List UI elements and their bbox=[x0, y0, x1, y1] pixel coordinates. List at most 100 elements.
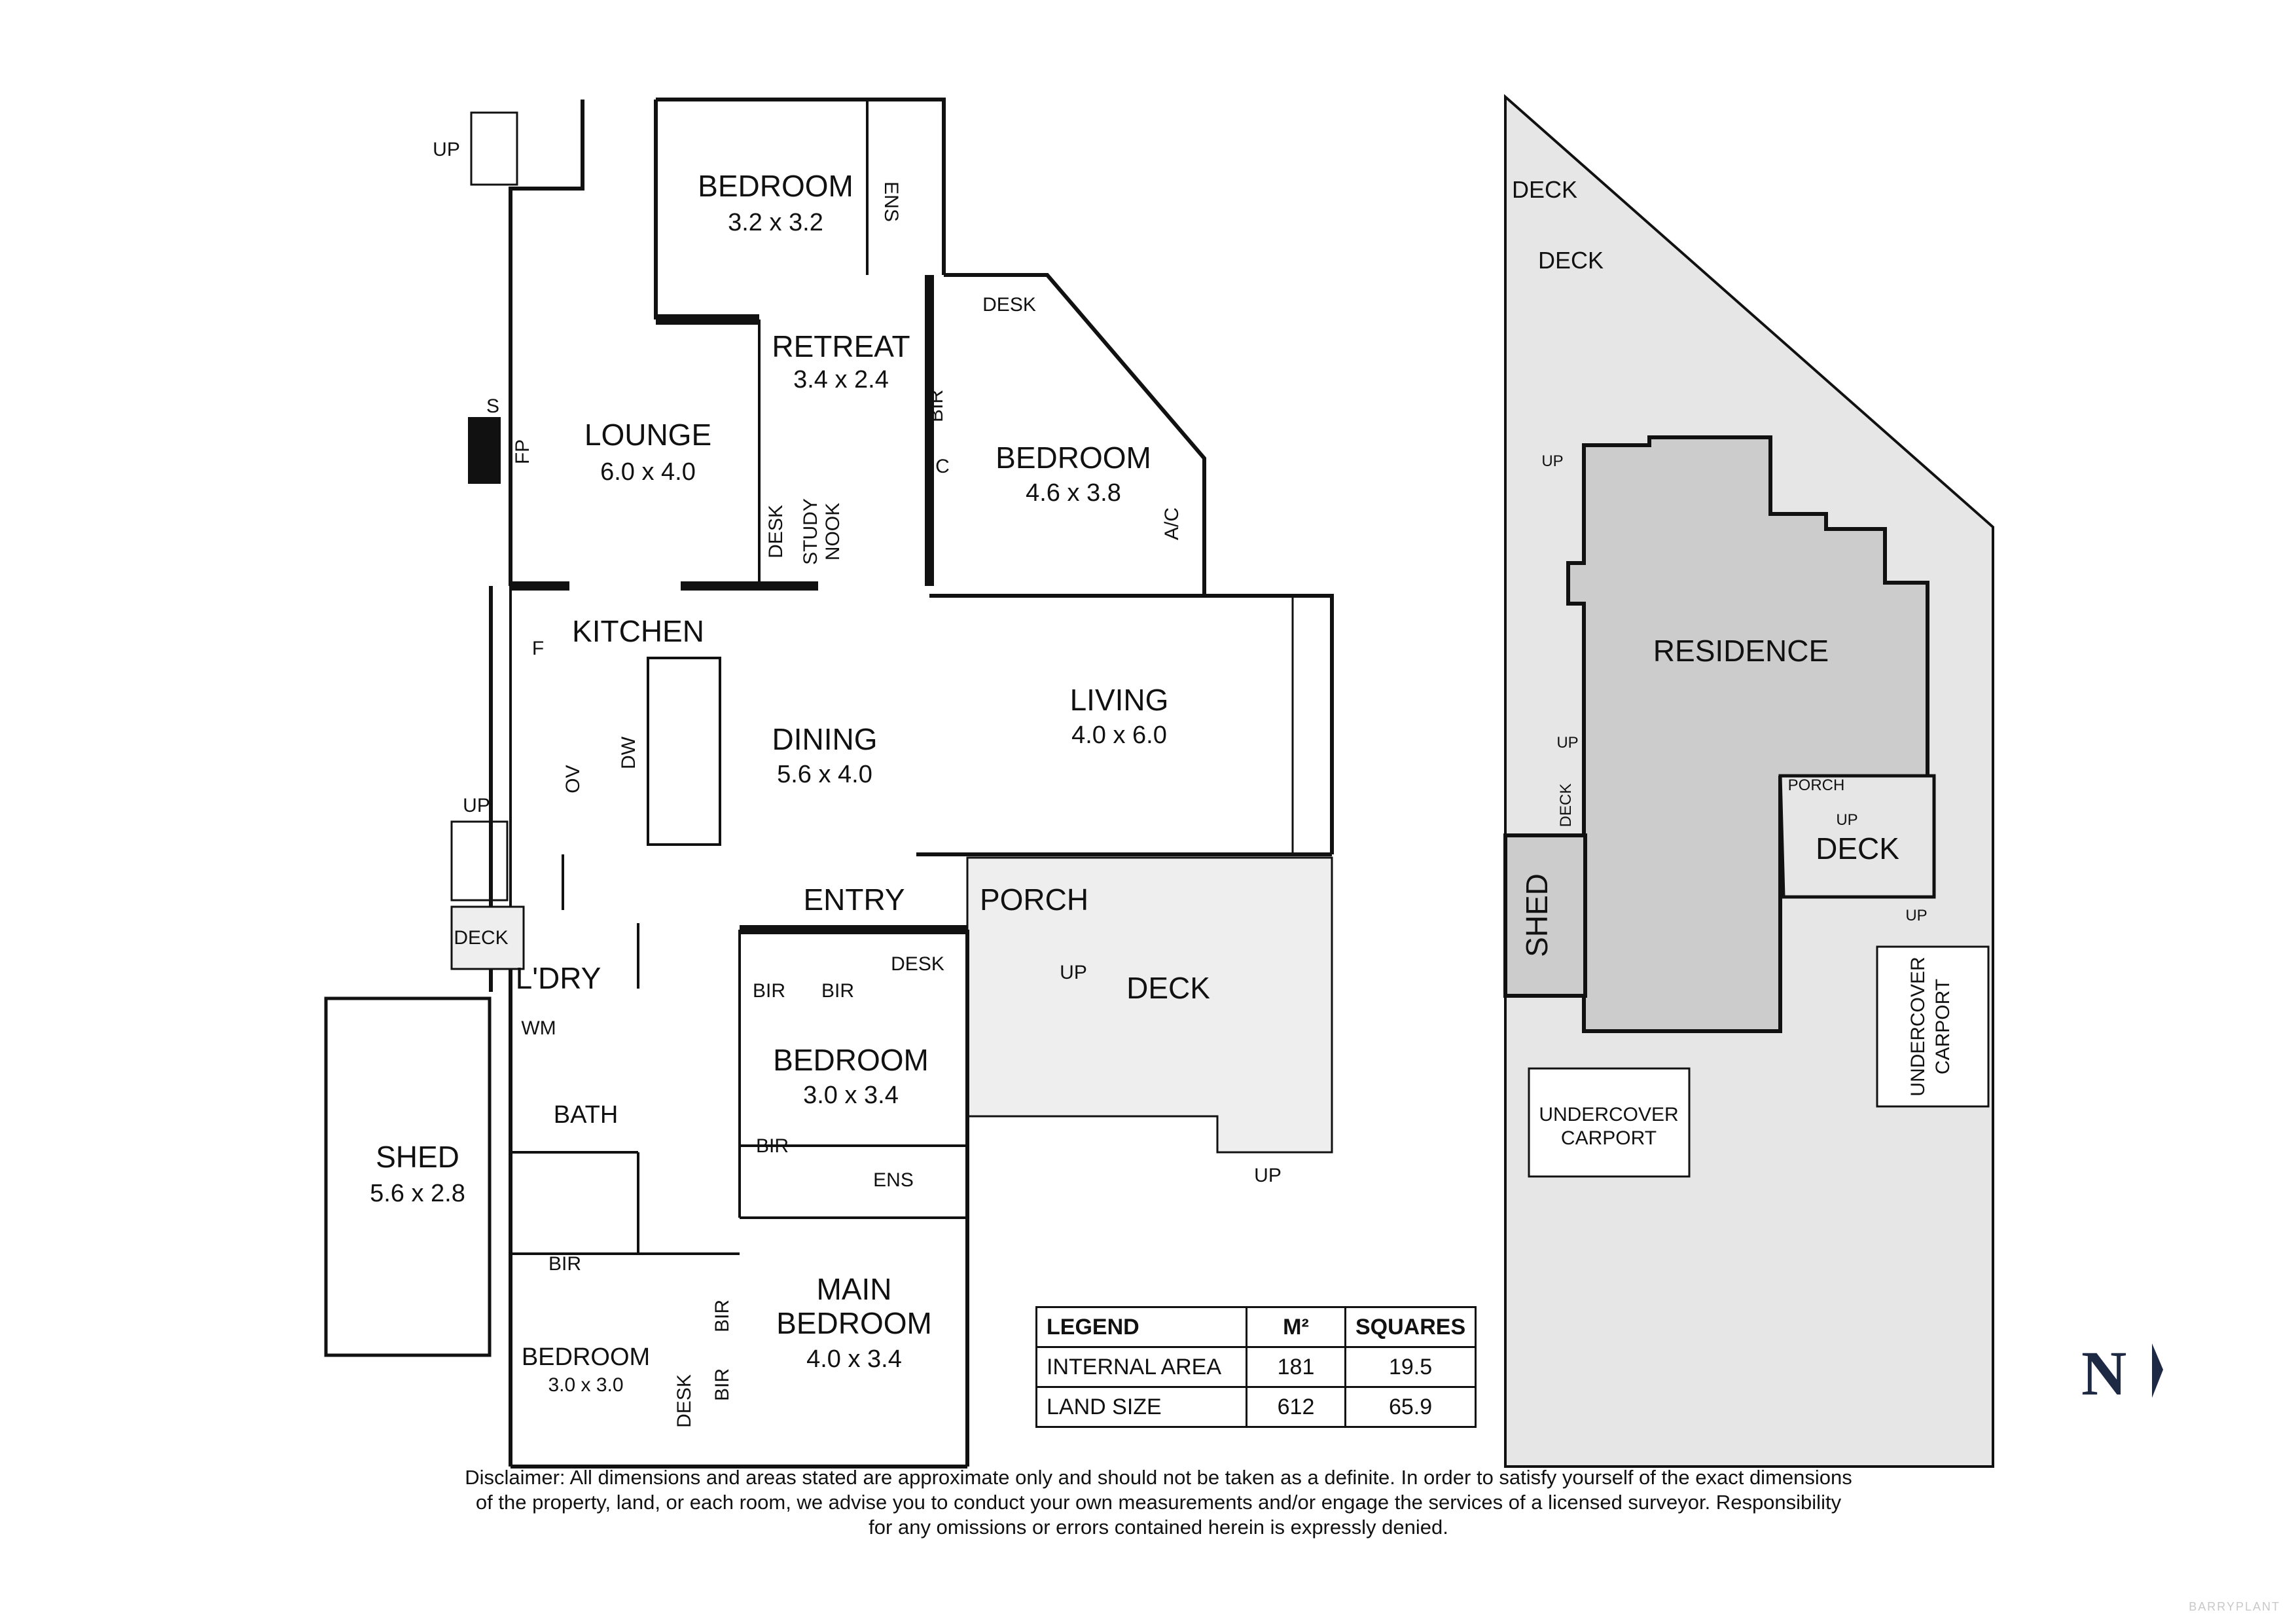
ens-top-label: ENS bbox=[880, 181, 902, 222]
up-top-label: UP bbox=[433, 139, 460, 160]
legend-header-row: LEGEND M² SQUARES bbox=[1035, 1306, 1477, 1348]
legend-header-m2: M² bbox=[1246, 1306, 1346, 1348]
bedroom-top-dim: 3.2 x 3.2 bbox=[728, 209, 823, 236]
residence-outline bbox=[1566, 435, 1929, 1033]
bir-ensuite-label: BIR bbox=[756, 1135, 789, 1157]
site-deck-small-label: DECK bbox=[1557, 784, 1575, 828]
main-bedroom-dim: 4.0 x 3.4 bbox=[806, 1345, 902, 1373]
disclaimer-line-3: for any omissions or errors contained he… bbox=[869, 1516, 1448, 1539]
bath-label: BATH bbox=[554, 1101, 619, 1129]
up-porch-label: UP bbox=[1060, 962, 1087, 983]
main-bedroom-line2: BEDROOM bbox=[776, 1306, 932, 1340]
bedroom-right-label: BEDROOM bbox=[996, 441, 1151, 475]
bedroom-top-label: BEDROOM bbox=[698, 169, 853, 203]
site-shed-label: SHED bbox=[1520, 873, 1554, 957]
deck-right-outline bbox=[1778, 774, 1936, 899]
bir-bath-label: BIR bbox=[548, 1253, 581, 1275]
living-dim: 4.0 x 6.0 bbox=[1071, 721, 1167, 749]
legend-row: LAND SIZE 612 65.9 bbox=[1035, 1386, 1477, 1428]
s-label: S bbox=[486, 395, 499, 417]
bedroom-bottom-label: BEDROOM bbox=[522, 1343, 650, 1371]
deck-main-label: DECK bbox=[1126, 971, 1210, 1005]
disclaimer-line-1: Disclaimer: All dimensions and areas sta… bbox=[465, 1466, 1852, 1489]
desk-label: DESK bbox=[982, 294, 1036, 316]
up-left-label: UP bbox=[463, 795, 490, 816]
dining-label: DINING bbox=[772, 722, 878, 756]
legend-row-squares: 65.9 bbox=[1344, 1386, 1477, 1428]
nook-label: NOOK bbox=[822, 503, 844, 560]
bir-main-2-label: BIR bbox=[711, 1368, 733, 1401]
shed-dim: 5.6 x 2.8 bbox=[370, 1180, 465, 1207]
entry-label: ENTRY bbox=[803, 883, 905, 917]
floor-plan-walls bbox=[324, 98, 1334, 1468]
kitchen-label: KITCHEN bbox=[572, 614, 704, 648]
retreat-label: RETREAT bbox=[772, 329, 910, 363]
carport-right-line2: CARPORT bbox=[1932, 979, 1954, 1074]
oven-label: OV bbox=[562, 765, 584, 793]
bedroom-mid-dim: 3.0 x 3.4 bbox=[803, 1082, 899, 1109]
carport-right-outline bbox=[1876, 945, 1990, 1108]
legend-row-m2: 612 bbox=[1246, 1386, 1346, 1428]
carport-left-line1: UNDERCOVER bbox=[1539, 1104, 1678, 1125]
bir-mid-1-label: BIR bbox=[753, 980, 785, 1002]
laundry-label: L'DRY bbox=[516, 961, 601, 995]
ens-mid-label: ENS bbox=[873, 1169, 914, 1191]
desk-bedroom-label: DESK bbox=[673, 1374, 695, 1428]
porch-label: PORCH bbox=[980, 883, 1088, 917]
legend-row-m2: 181 bbox=[1246, 1346, 1346, 1388]
north-label: N bbox=[2081, 1338, 2126, 1408]
legend-row-squares: 19.5 bbox=[1344, 1346, 1477, 1388]
shed-label: SHED bbox=[376, 1140, 459, 1174]
site-deck-1-label: DECK bbox=[1512, 176, 1577, 203]
site-deck-2-label: DECK bbox=[1538, 247, 1604, 274]
site-up-1-label: UP bbox=[1541, 452, 1563, 470]
watermark-logo: BARRYPLANT bbox=[2189, 1600, 2280, 1613]
desk-study-label: DESK bbox=[765, 505, 787, 558]
bedroom-bottom-dim: 3.0 x 3.0 bbox=[548, 1374, 623, 1396]
bir-mid-2-label: BIR bbox=[821, 980, 854, 1002]
main-bedroom-line1: MAIN bbox=[817, 1272, 892, 1306]
shed-outline bbox=[1503, 833, 1587, 998]
legend-header-label: LEGEND bbox=[1035, 1306, 1247, 1348]
carport-left-outline bbox=[1528, 1067, 1691, 1178]
site-up-4-label: UP bbox=[1905, 907, 1927, 924]
deck-small-label: DECK bbox=[454, 927, 508, 949]
carport-right-line1: UNDERCOVER bbox=[1907, 957, 1929, 1096]
retreat-dim: 3.4 x 2.4 bbox=[793, 366, 889, 393]
washer-label: WM bbox=[521, 1017, 556, 1039]
fireplace-label: FP bbox=[512, 439, 533, 464]
carport-left-line2: CARPORT bbox=[1561, 1127, 1657, 1149]
floor-plan-labels: BEDROOM 3.2 x 3.2 ENS RETREAT 3.4 x 2.4 … bbox=[370, 139, 1282, 1428]
fridge-label: F bbox=[532, 638, 544, 659]
site-plan: RESIDENCE DECK DECK DECK DECK PORCH SHED… bbox=[1503, 94, 1994, 1468]
legend-row: INTERNAL AREA 181 19.5 bbox=[1035, 1346, 1477, 1388]
study-label: STUDY bbox=[800, 498, 821, 565]
bedroom-right-dim: 4.6 x 3.8 bbox=[1026, 479, 1121, 507]
site-porch-label: PORCH bbox=[1788, 776, 1845, 794]
bedroom-mid-label: BEDROOM bbox=[773, 1043, 929, 1077]
legend-row-label: LAND SIZE bbox=[1035, 1386, 1247, 1428]
living-label: LIVING bbox=[1070, 683, 1169, 717]
legend-table: LEGEND M² SQUARES INTERNAL AREA 181 19.5… bbox=[1035, 1306, 1477, 1428]
bir-main-1-label: BIR bbox=[711, 1300, 733, 1332]
lounge-dim: 6.0 x 4.0 bbox=[600, 458, 696, 486]
disclaimer: Disclaimer: All dimensions and areas sta… bbox=[393, 1465, 1924, 1540]
legend-row-label: INTERNAL AREA bbox=[1035, 1346, 1247, 1388]
desk-entry-label: DESK bbox=[891, 953, 944, 975]
residence-label: RESIDENCE bbox=[1653, 634, 1829, 668]
ac-label: A/C bbox=[1161, 507, 1183, 540]
lounge-label: LOUNGE bbox=[584, 418, 711, 452]
bir-label: BIR bbox=[925, 390, 947, 422]
up-deck-label: UP bbox=[1254, 1165, 1282, 1186]
site-up-3-label: UP bbox=[1836, 811, 1857, 829]
north-arrow-icon bbox=[2152, 1343, 2163, 1398]
cupboard-label: C bbox=[935, 456, 950, 477]
north-arrow: N bbox=[2081, 1338, 2163, 1408]
dining-dim: 5.6 x 4.0 bbox=[777, 761, 872, 788]
site-up-2-label: UP bbox=[1556, 734, 1578, 752]
legend-header-squares: SQUARES bbox=[1344, 1306, 1477, 1348]
site-deck-3-label: DECK bbox=[1816, 831, 1899, 866]
dishwasher-label: DW bbox=[618, 736, 639, 769]
disclaimer-line-2: of the property, land, or each room, we … bbox=[475, 1491, 1842, 1514]
